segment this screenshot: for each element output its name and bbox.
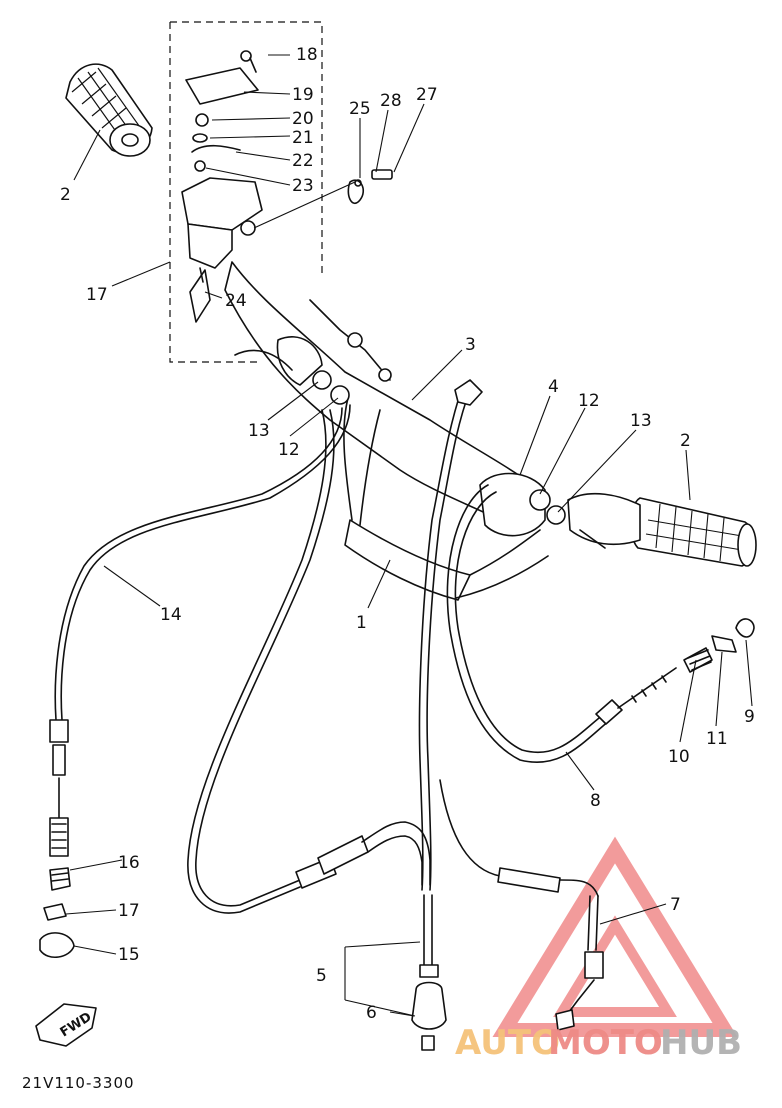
watermark-hub: HUB [660,1023,742,1063]
callout-2-left: 2 [60,185,71,205]
callout-28: 28 [380,91,402,111]
cable-7 [439,779,604,1031]
callout-18: 17 [86,285,108,305]
small-parts-26-28 [347,169,393,205]
watermark-triangle-outer [492,836,738,1037]
watermark-auto: AUTO [455,1023,560,1063]
watermark-text: AUTO MOTO HUB [455,1023,742,1063]
callout-6: 6 [366,1003,377,1023]
callout-11: 11 [706,729,728,749]
callout-3: 3 [465,335,476,355]
cable-8 [446,484,677,763]
small-parts-9-11 [683,618,755,673]
callout-10: 10 [668,747,690,767]
throttle-housing [479,472,641,549]
cable-14 [39,404,351,958]
callout-17: 17 [118,901,140,921]
fwd-arrow: FWD [35,1003,97,1047]
right-grip [629,497,757,567]
callout-16: 16 [118,853,140,873]
diagram-code: 21V110-3300 [22,1074,135,1092]
callout-8: 8 [590,791,601,811]
callout-13-left: 13 [248,421,270,441]
callout-21: 20 [292,109,314,129]
callout-23: 22 [292,151,314,171]
assembly-dashed-box [169,21,323,363]
left-grip [65,63,153,157]
callout-22: 21 [292,128,314,148]
callout-19: 18 [296,45,318,65]
callout-9: 9 [744,707,755,727]
callout-15: 15 [118,945,140,965]
watermark-moto: MOTO [548,1023,663,1063]
left-lever-area [234,299,392,405]
callout-24: 23 [292,176,314,196]
callout-1: 1 [356,613,367,633]
callout-27: 27 [416,85,438,105]
callout-5: 5 [316,966,327,986]
leader-lines [65,54,753,1017]
callout-26: 25 [349,99,371,119]
callout-7: 7 [670,895,681,915]
callout-labels: 18 19 20 21 22 23 24 17 2 25 28 27 3 4 1… [60,45,755,1023]
callout-20: 19 [292,85,314,105]
callout-14: 14 [160,605,182,625]
callout-25: 24 [225,291,247,311]
callout-12-right: 12 [578,391,600,411]
callout-13-right: 13 [630,411,652,431]
handlebar [224,261,549,601]
cable-1 [187,409,431,914]
callout-12-left: 12 [278,440,300,460]
callout-2-right: 2 [680,431,691,451]
cable-5-6 [411,379,483,1051]
switch-assembly [181,50,263,323]
callout-4: 4 [548,377,559,397]
